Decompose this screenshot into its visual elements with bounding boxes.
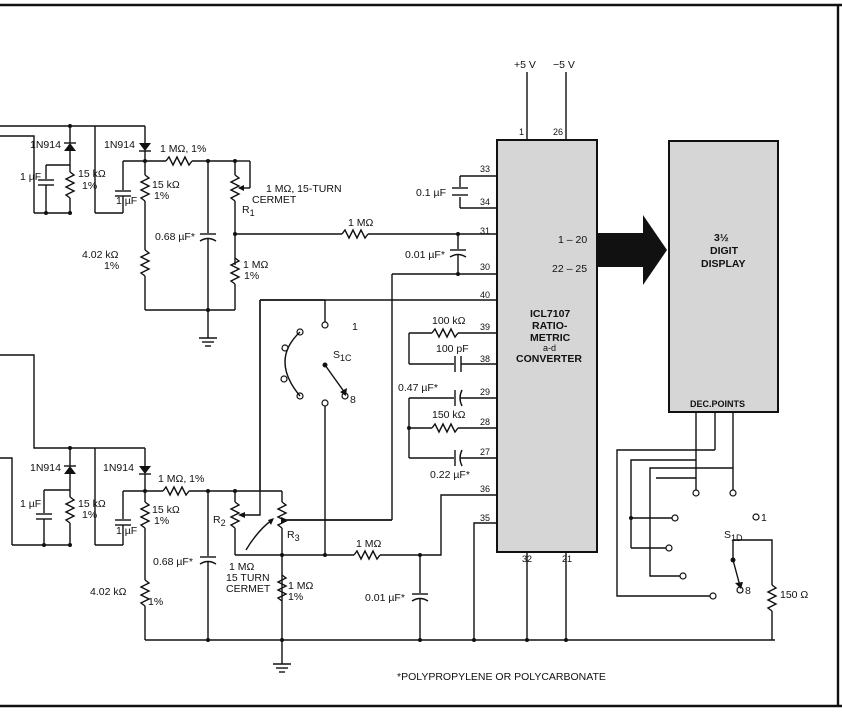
- bot-r15b-label: 15 kΩ: [152, 504, 180, 516]
- s1d-pos1: 1: [761, 512, 767, 524]
- pin-38: 38: [480, 354, 490, 364]
- chip-name-3: METRIC: [530, 332, 571, 344]
- top-r15b-tol: 1%: [154, 190, 169, 202]
- bot-diode2-label: 1N914: [103, 462, 134, 474]
- pin-1: 1: [519, 127, 524, 137]
- top-r402-tol: 1%: [104, 260, 119, 272]
- bot-pot2-label: 15 TURN: [226, 572, 270, 584]
- display-line1: 3½: [714, 232, 729, 244]
- s1c-pos8: 8: [350, 394, 356, 406]
- bot-c068-label: 0.68 µF*: [153, 556, 193, 568]
- chip-c047-label: 0.47 µF*: [398, 382, 438, 394]
- top-c068-label: 0.68 µF*: [155, 231, 195, 243]
- pin-31: 31: [480, 226, 490, 236]
- bot-c2-label: 1 µF: [116, 525, 137, 537]
- bot-r15b-tol: 1%: [154, 515, 169, 527]
- chip-c100p-label: 100 pF: [436, 343, 469, 355]
- top-rser-label: 1 MΩ, 1%: [160, 143, 206, 155]
- top-r1m-tol: 1%: [244, 270, 259, 282]
- chip-c01-label: 0.1 µF: [416, 187, 446, 199]
- display-line3: DISPLAY: [701, 258, 746, 270]
- top-r15a-tol: 1%: [82, 180, 97, 192]
- pin-39: 39: [480, 322, 490, 332]
- supply-pos-label: +5 V: [514, 59, 536, 71]
- top-r15a-label: 15 kΩ: [78, 168, 106, 180]
- bottom-channel: 1N914 1 µF 15 kΩ 1% 1N914 1 µF 15 kΩ: [0, 300, 775, 673]
- bot-pot3-label: CERMET: [226, 583, 271, 595]
- chip-name-5: CONVERTER: [516, 353, 582, 365]
- top-pot-label: 1 MΩ, 15-TURN: [266, 183, 342, 195]
- bot-c001-label: 0.01 µF*: [365, 592, 405, 604]
- chip-name-2: RATIO-: [532, 320, 568, 332]
- pin-28: 28: [480, 417, 490, 427]
- bot-r15a-label: 15 kΩ: [78, 498, 106, 510]
- outputs-b-label: 22 – 25: [552, 263, 587, 275]
- pin-30: 30: [480, 262, 490, 272]
- chip-name-1: ICL7107: [530, 308, 570, 320]
- s1d-ref: S1D: [724, 529, 743, 543]
- chip-c022-label: 0.22 µF*: [430, 469, 470, 481]
- bot-r3-ref: R3: [287, 529, 300, 543]
- footnote: *POLYPROPYLENE OR POLYCARBONATE: [397, 671, 606, 683]
- icl7107-chip: +5 V −5 V 1 26 ICL7107 RATIO- METRIC a-d…: [259, 59, 598, 640]
- bot-c1-label: 1 µF: [20, 498, 41, 510]
- pin-33: 33: [480, 164, 490, 174]
- pin-35: 35: [480, 513, 490, 523]
- bot-r402-tol: 1%: [148, 596, 163, 608]
- dec-points-label: DEC.POINTS: [690, 399, 745, 409]
- bot-pot-label: 1 MΩ: [229, 561, 255, 573]
- chip-r100k-label: 100 kΩ: [432, 315, 466, 327]
- top-rin-label: 1 MΩ: [348, 217, 374, 229]
- bot-r1m-tol: 1%: [288, 591, 303, 603]
- bot-r15a-tol: 1%: [82, 509, 97, 521]
- bot-rser-label: 1 MΩ, 1%: [158, 473, 204, 485]
- s1c-ref: S1C: [333, 349, 352, 363]
- led-display: 3½ DIGIT DISPLAY DEC.POINTS: [668, 140, 779, 413]
- s1d-r150-label: 150 Ω: [780, 589, 808, 601]
- s1d-pos8: 8: [745, 585, 751, 597]
- pin-21: 21: [562, 554, 572, 564]
- s1c-pos1: 1: [352, 321, 358, 333]
- pin-26: 26: [553, 127, 563, 137]
- top-diode2-label: 1N914: [104, 139, 135, 151]
- pin-34: 34: [480, 197, 490, 207]
- s1c-contact-1: [321, 321, 329, 329]
- pin-29: 29: [480, 387, 490, 397]
- switch-s1d: 1 8 S1D 150 Ω: [616, 412, 808, 640]
- top-diode1-label: 1N914: [30, 139, 61, 151]
- pin-27: 27: [480, 447, 490, 457]
- bot-diode1-label: 1N914: [30, 462, 61, 474]
- supply-neg-label: −5 V: [553, 59, 575, 71]
- bot-r402-label: 4.02 kΩ: [90, 586, 127, 598]
- top-r402-label: 4.02 kΩ: [82, 249, 119, 261]
- bot-r2-ref: R2: [213, 514, 226, 528]
- top-c2-label: 1 µF: [116, 195, 137, 207]
- display-line2: DIGIT: [710, 245, 739, 257]
- pin-40: 40: [480, 290, 490, 300]
- switch-s1c: 1 8 S1C: [260, 299, 358, 555]
- page-frame: [0, 3, 842, 708]
- chip-r150k-label: 150 kΩ: [432, 409, 466, 421]
- pin-36: 36: [480, 484, 490, 494]
- top-c1-label: 1 µF: [20, 171, 41, 183]
- top-pot-ref: R1: [242, 204, 255, 218]
- bot-rin-label: 1 MΩ: [356, 538, 382, 550]
- chip-name-4: a-d: [543, 343, 556, 353]
- chip-c001-label: 0.01 µF*: [405, 249, 445, 261]
- top-channel: 1N914 1 µF 15 kΩ 1% 1N914 1 µF: [0, 124, 497, 347]
- outputs-a-label: 1 – 20: [558, 234, 587, 246]
- top-r15b-label: 15 kΩ: [152, 179, 180, 191]
- top-r1m-label: 1 MΩ: [243, 259, 269, 271]
- bot-r1m-label: 1 MΩ: [288, 580, 314, 592]
- output-bus-arrow: [597, 215, 667, 285]
- top-pot2-label: CERMET: [252, 194, 297, 206]
